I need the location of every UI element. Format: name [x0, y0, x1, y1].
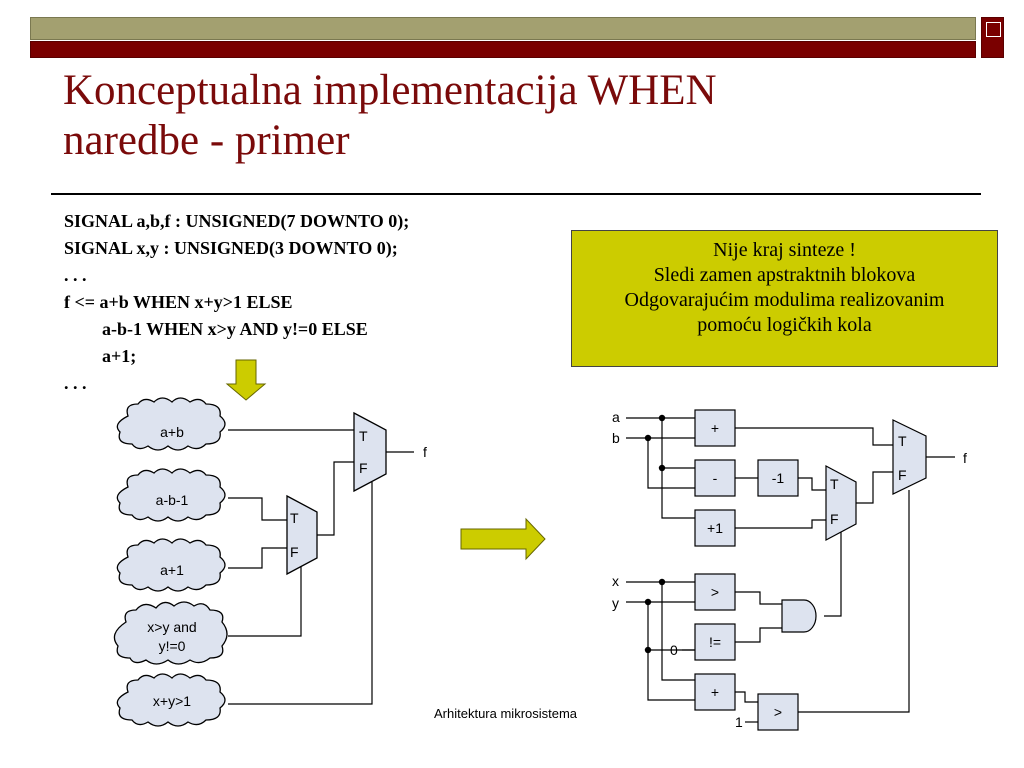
cloud-shape — [116, 468, 226, 522]
output-label: f — [963, 450, 967, 466]
plus-one-block — [694, 509, 736, 547]
mux-false-label: F — [290, 544, 299, 560]
note-line: Nije kraj sinteze ! — [713, 239, 856, 261]
mux-false-label: F — [830, 511, 839, 527]
block-label: -1 — [772, 470, 785, 486]
page-title: Konceptualna implementacija WHEN naredbe… — [63, 66, 963, 166]
adder-xy-block — [694, 673, 736, 711]
right-wires — [626, 417, 955, 723]
mux-shape — [825, 465, 857, 541]
cloud-label: a+b — [160, 424, 184, 440]
code-line: SIGNAL x,y : UNSIGNED(3 DOWNTO 0); — [64, 238, 398, 258]
mux-true-label: T — [830, 476, 839, 492]
mux-true-label: T — [290, 510, 299, 526]
code-line: SIGNAL a,b,f : UNSIGNED(7 DOWNTO 0); — [64, 211, 410, 231]
header-band-red — [30, 41, 976, 58]
code-line: a+1; — [102, 346, 137, 366]
input-x-label: x — [612, 573, 619, 589]
input-y-label: y — [612, 595, 619, 611]
greater-than-block — [694, 573, 736, 611]
mux-false-label: F — [898, 467, 907, 483]
cloud-shape — [116, 538, 226, 592]
adder-block — [694, 409, 736, 447]
cloud-shape — [116, 673, 226, 727]
block-label: + — [711, 684, 719, 700]
constant-one-label: 1 — [735, 714, 743, 730]
note-box: Nije kraj sinteze ! Sledi zamen apstrakt… — [571, 230, 998, 367]
mux-true-label: T — [359, 428, 368, 444]
cloud-label: x+y>1 — [153, 693, 191, 709]
block-label: != — [709, 634, 721, 650]
cloud-label: a+1 — [160, 562, 184, 578]
block-label: +1 — [707, 520, 723, 536]
cloud-label: a-b-1 — [156, 492, 189, 508]
cloud-label: x>y and — [147, 619, 196, 635]
code-line: . . . — [64, 265, 87, 285]
input-b-label: b — [612, 430, 620, 446]
code-line: f <= a+b WHEN x+y>1 ELSE — [64, 292, 293, 312]
title-line-2: naredbe - primer — [63, 117, 350, 164]
mux-false-label: F — [359, 460, 368, 476]
input-a-label: a — [612, 409, 620, 425]
mux-true-label: T — [898, 433, 907, 449]
minus-one-block — [757, 459, 799, 497]
title-line-1: Konceptualna implementacija WHEN — [63, 67, 717, 114]
block-label: > — [711, 584, 719, 600]
subtractor-block — [694, 459, 736, 497]
junction-dots — [644, 414, 666, 654]
corner-square — [981, 17, 1004, 58]
block-label: - — [713, 470, 718, 486]
note-line: Sledi zamen apstraktnih blokova — [653, 264, 916, 286]
left-wires — [228, 429, 414, 705]
block-label: + — [711, 420, 719, 436]
mux-shape — [353, 411, 387, 493]
cloud-shape — [116, 397, 226, 451]
cloud-label: y!=0 — [159, 638, 186, 654]
down-arrow-icon — [225, 359, 267, 401]
right-arrow-icon — [460, 517, 546, 561]
greater-than-one-block — [757, 693, 799, 731]
footer-text: Arhitektura mikrosistema — [434, 706, 578, 721]
mux-shape — [286, 494, 318, 576]
note-line: Odgovarajućim modulima realizovanim — [624, 289, 945, 311]
and-gate-icon — [781, 599, 817, 633]
cloud-shape — [113, 601, 228, 665]
header-band-olive — [30, 17, 976, 40]
output-label: f — [423, 444, 427, 460]
note-line: pomoću logičkih kola — [697, 314, 872, 336]
block-label: > — [774, 704, 782, 720]
code-line: . . . — [64, 373, 87, 393]
not-equal-block — [694, 623, 736, 661]
code-line: a-b-1 WHEN x>y AND y!=0 ELSE — [102, 319, 368, 339]
vhdl-code: SIGNAL a,b,f : UNSIGNED(7 DOWNTO 0); SIG… — [64, 208, 564, 397]
mux-shape — [892, 419, 927, 495]
constant-zero-label: 0 — [670, 642, 678, 658]
title-divider — [51, 193, 981, 195]
